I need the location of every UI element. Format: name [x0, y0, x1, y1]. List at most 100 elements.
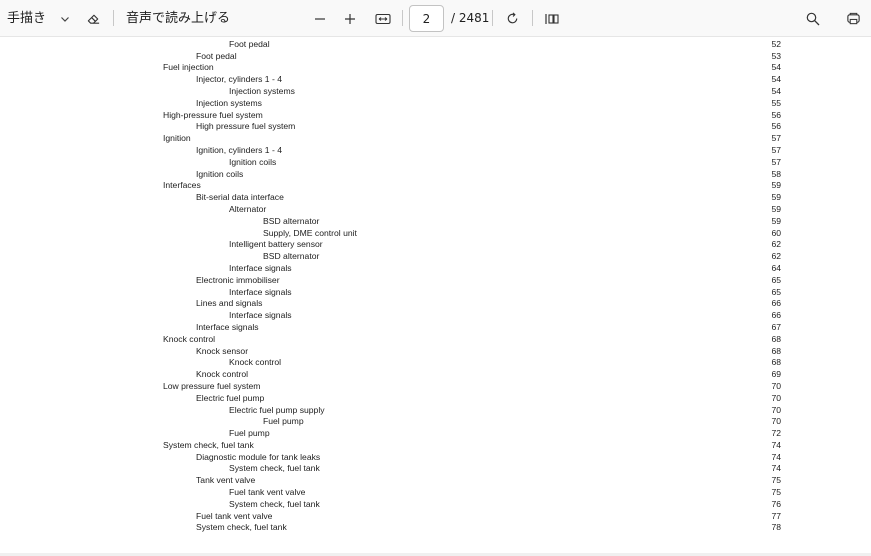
toc-entry[interactable]: BSD alternator 59	[0, 216, 871, 228]
toc-entry-page: 75	[771, 475, 781, 486]
toc-entry-title: Foot pedal	[229, 38, 270, 49]
toc-entry[interactable]: Foot pedal 53	[0, 51, 871, 63]
page-view-icon	[544, 12, 560, 26]
toc-entry-title: Foot pedal	[196, 50, 237, 61]
toc-entry-title: Knock control	[163, 333, 216, 344]
toc-entry[interactable]: Ignition coils 57	[0, 157, 871, 169]
toc-entry[interactable]: Fuel injection 54	[0, 62, 871, 74]
toc-entry-title: Fuel injection	[163, 62, 214, 73]
toc-entry[interactable]: Foot pedal 52	[0, 39, 871, 51]
fit-width-button[interactable]	[372, 0, 394, 37]
toc-entry-page: 57	[771, 144, 781, 155]
toc-entry-page: 74	[771, 451, 781, 462]
toc-entry-page: 65	[771, 274, 781, 285]
read-aloud-label: 音声で読み上げる	[126, 11, 231, 26]
toolbar-divider	[492, 10, 493, 26]
toc-entry-page: 52	[771, 38, 781, 49]
toc-entry-page: 59	[771, 203, 781, 214]
device-icon	[846, 11, 861, 26]
toc-entry-title: Ignition coils	[196, 168, 244, 179]
toc-entry-title: Ignition, cylinders 1 - 4	[196, 144, 282, 155]
rotate-button[interactable]	[501, 0, 523, 37]
toc-entry[interactable]: Alternator 59	[0, 204, 871, 216]
toc-entry-title: Interface signals	[229, 262, 292, 273]
page-view-button[interactable]	[541, 0, 563, 37]
toolbar-divider	[113, 10, 114, 26]
toc-entry-page: 53	[771, 50, 781, 61]
toc-entry[interactable]: System check, fuel tank 78	[0, 522, 871, 534]
toc-entry-title: Alternator	[229, 203, 267, 214]
page-number-input[interactable]	[409, 5, 444, 32]
search-button[interactable]	[802, 0, 824, 37]
toc-entry[interactable]: Ignition, cylinders 1 - 4 57	[0, 145, 871, 157]
total-pages-label: / 2481	[451, 0, 489, 37]
eraser-icon	[86, 11, 101, 26]
toolbar-divider	[532, 10, 533, 26]
toc-entry-page: 78	[771, 522, 781, 533]
chevron-down-icon	[60, 14, 70, 24]
search-icon	[806, 12, 820, 26]
page-separator	[0, 553, 871, 556]
zoom-in-button[interactable]	[340, 0, 360, 37]
more-options-button[interactable]	[842, 0, 864, 37]
viewer-toolbar: 手描き 音声で読み上げる	[0, 0, 871, 37]
toc-entry-title: Supply, DME control unit	[263, 227, 357, 238]
erase-button[interactable]	[82, 0, 104, 37]
toc-entry-page: 55	[771, 97, 781, 108]
toc-entry-title: Ignition	[163, 133, 191, 144]
toc-entry-title: Interfaces	[163, 180, 201, 191]
toc-entry-page: 69	[771, 369, 781, 380]
draw-button[interactable]: 手描き	[7, 0, 47, 37]
total-pages-text: / 2481	[451, 11, 490, 25]
toc-entry-page: 54	[771, 62, 781, 73]
read-aloud-button[interactable]: 音声で読み上げる	[126, 0, 230, 37]
fit-width-icon	[375, 13, 391, 25]
toc-entry-title: System check, fuel tank	[196, 522, 287, 533]
toc-entry-title: Ignition coils	[229, 156, 277, 167]
toc-entry-title: BSD alternator	[263, 215, 320, 226]
toc-entry-title: Low pressure fuel system	[163, 380, 261, 391]
toc-entry-page: 65	[771, 286, 781, 297]
draw-options-dropdown[interactable]	[55, 0, 75, 37]
toc-entry-page: 57	[771, 156, 781, 167]
toc-entry-page: 59	[771, 215, 781, 226]
zoom-out-button[interactable]	[310, 0, 330, 37]
toc-entry-title: High-pressure fuel system	[163, 109, 263, 120]
toc-entry-title: Fuel pump	[229, 428, 270, 439]
